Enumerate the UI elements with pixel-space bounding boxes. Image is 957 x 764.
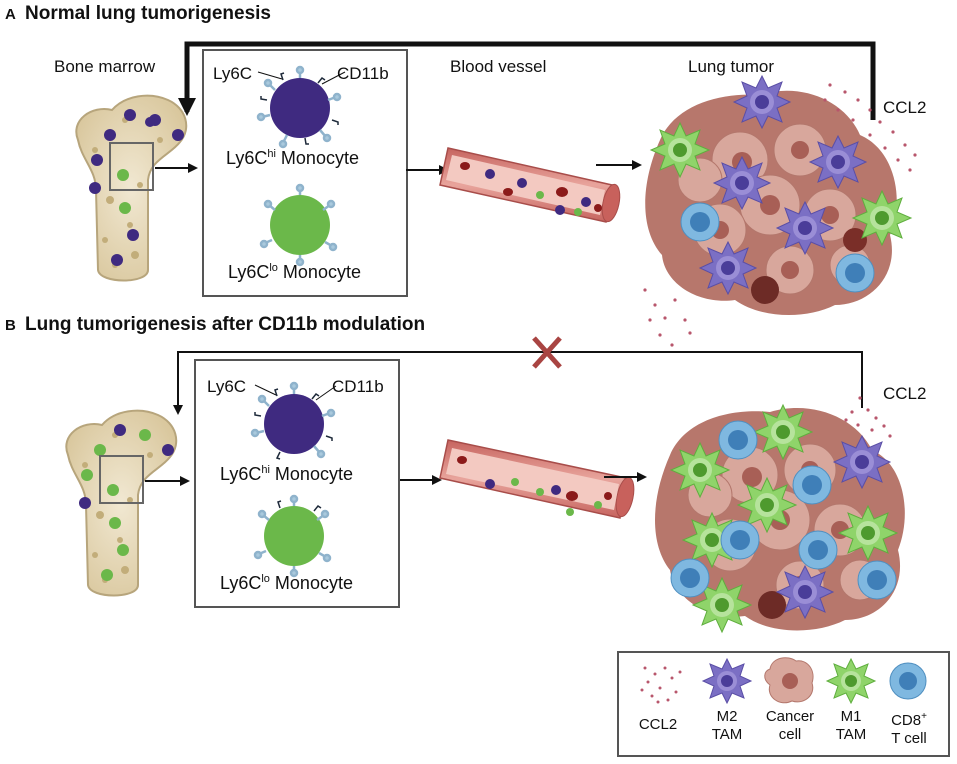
legend-cd8-t-cell-label: CD8+ T cell: [882, 708, 936, 748]
bone-monocyte-dots-a: [89, 109, 184, 266]
ly6c-lo-monocyte-label-b: Ly6Clo Monocyte: [220, 573, 353, 593]
cd11b-label-b: CD11b: [332, 377, 384, 396]
ly6c-lo-monocyte-a: [259, 183, 338, 267]
legend-m2-line2: TAM: [711, 726, 743, 743]
zoom-square-a: [109, 142, 154, 191]
bone-marrow-a: [75, 94, 188, 282]
bone-marrow-b: [65, 409, 178, 597]
legend-m2-tam-label: M2 TAM: [704, 708, 750, 744]
legend-cancer-line2: cell: [778, 726, 802, 743]
panel-b-letter: B: [5, 317, 16, 334]
cd11b-pointer-b: [315, 385, 337, 401]
legend-cancer-cell-label: Cancer cell: [762, 708, 818, 744]
blood-vessel-a: [439, 147, 621, 223]
block-cross-icon: [532, 336, 562, 369]
bone-marrow-label: Bone marrow: [54, 57, 156, 76]
m1-tam-cells-a: [649, 121, 913, 247]
lung-tumor-label: Lung tumor: [688, 57, 774, 76]
ly6c-hi-monocyte-a: [256, 65, 342, 149]
ly6c-lo-monocyte-b: [253, 494, 332, 578]
legend-ccl2-icon: [640, 666, 682, 704]
panel-b-title: Lung tumorigenesis after CD11b modulatio…: [25, 314, 426, 335]
legend-cd8-line2: T cell: [891, 730, 927, 747]
legend-m1-tam-label: M1 TAM: [828, 708, 874, 744]
blood-vessel-b: [439, 439, 635, 519]
cd8-t-cells-a: [680, 202, 875, 293]
legend-m1-line1: M1: [840, 708, 862, 725]
bone-monocyte-dots-b: [79, 424, 174, 581]
ccl2-particles-b: [844, 396, 892, 438]
cd11b-label-a: CD11b: [337, 64, 389, 83]
legend-cd8-t-cell-icon: [889, 662, 927, 700]
cd8-t-cells-b: [670, 420, 897, 600]
cd11b-pointer-a: [321, 71, 346, 85]
ccl2-label-b: CCL2: [883, 384, 927, 403]
ly6c-label-a: Ly6C: [213, 64, 253, 83]
legend-ccl2-label: CCL2: [638, 716, 678, 733]
ccl2-label-a: CCL2: [883, 98, 927, 117]
ccl2-particles-a: [643, 83, 917, 347]
blocked-recruitment-arrow-b: [173, 351, 863, 415]
legend-m2-line1: M2: [716, 708, 738, 725]
m2-tam-cells-b: [775, 434, 892, 620]
m2-tam-cells-a: [698, 74, 868, 296]
blood-vessel-label: Blood vessel: [450, 57, 547, 76]
ly6c-hi-monocyte-label-b: Ly6Chi Monocyte: [220, 464, 353, 484]
legend-m2-tam-icon: [701, 657, 753, 705]
legend-cancer-line1: Cancer: [765, 708, 815, 725]
ly6c-pointer-b: [254, 384, 277, 396]
ly6c-lo-monocyte-label-a: Ly6Clo Monocyte: [228, 262, 361, 282]
legend-m1-line2: TAM: [835, 726, 867, 743]
ly6c-hi-monocyte-label-a: Ly6Chi Monocyte: [226, 148, 359, 168]
legend-cd8-line1: CD8+: [891, 711, 927, 729]
panel-a-title: Normal lung tumorigenesis: [25, 3, 271, 24]
ly6c-pointer-a: [257, 71, 283, 80]
panel-a-letter: A: [5, 6, 16, 23]
recruitment-arrow-a: [178, 41, 876, 120]
ly6c-label-b: Ly6C: [207, 377, 247, 396]
legend-cancer-cell-icon: [764, 657, 814, 704]
zoom-square-b: [99, 455, 144, 504]
ly6c-hi-monocyte-b: [250, 381, 336, 460]
legend-m1-tam-icon: [825, 657, 877, 705]
